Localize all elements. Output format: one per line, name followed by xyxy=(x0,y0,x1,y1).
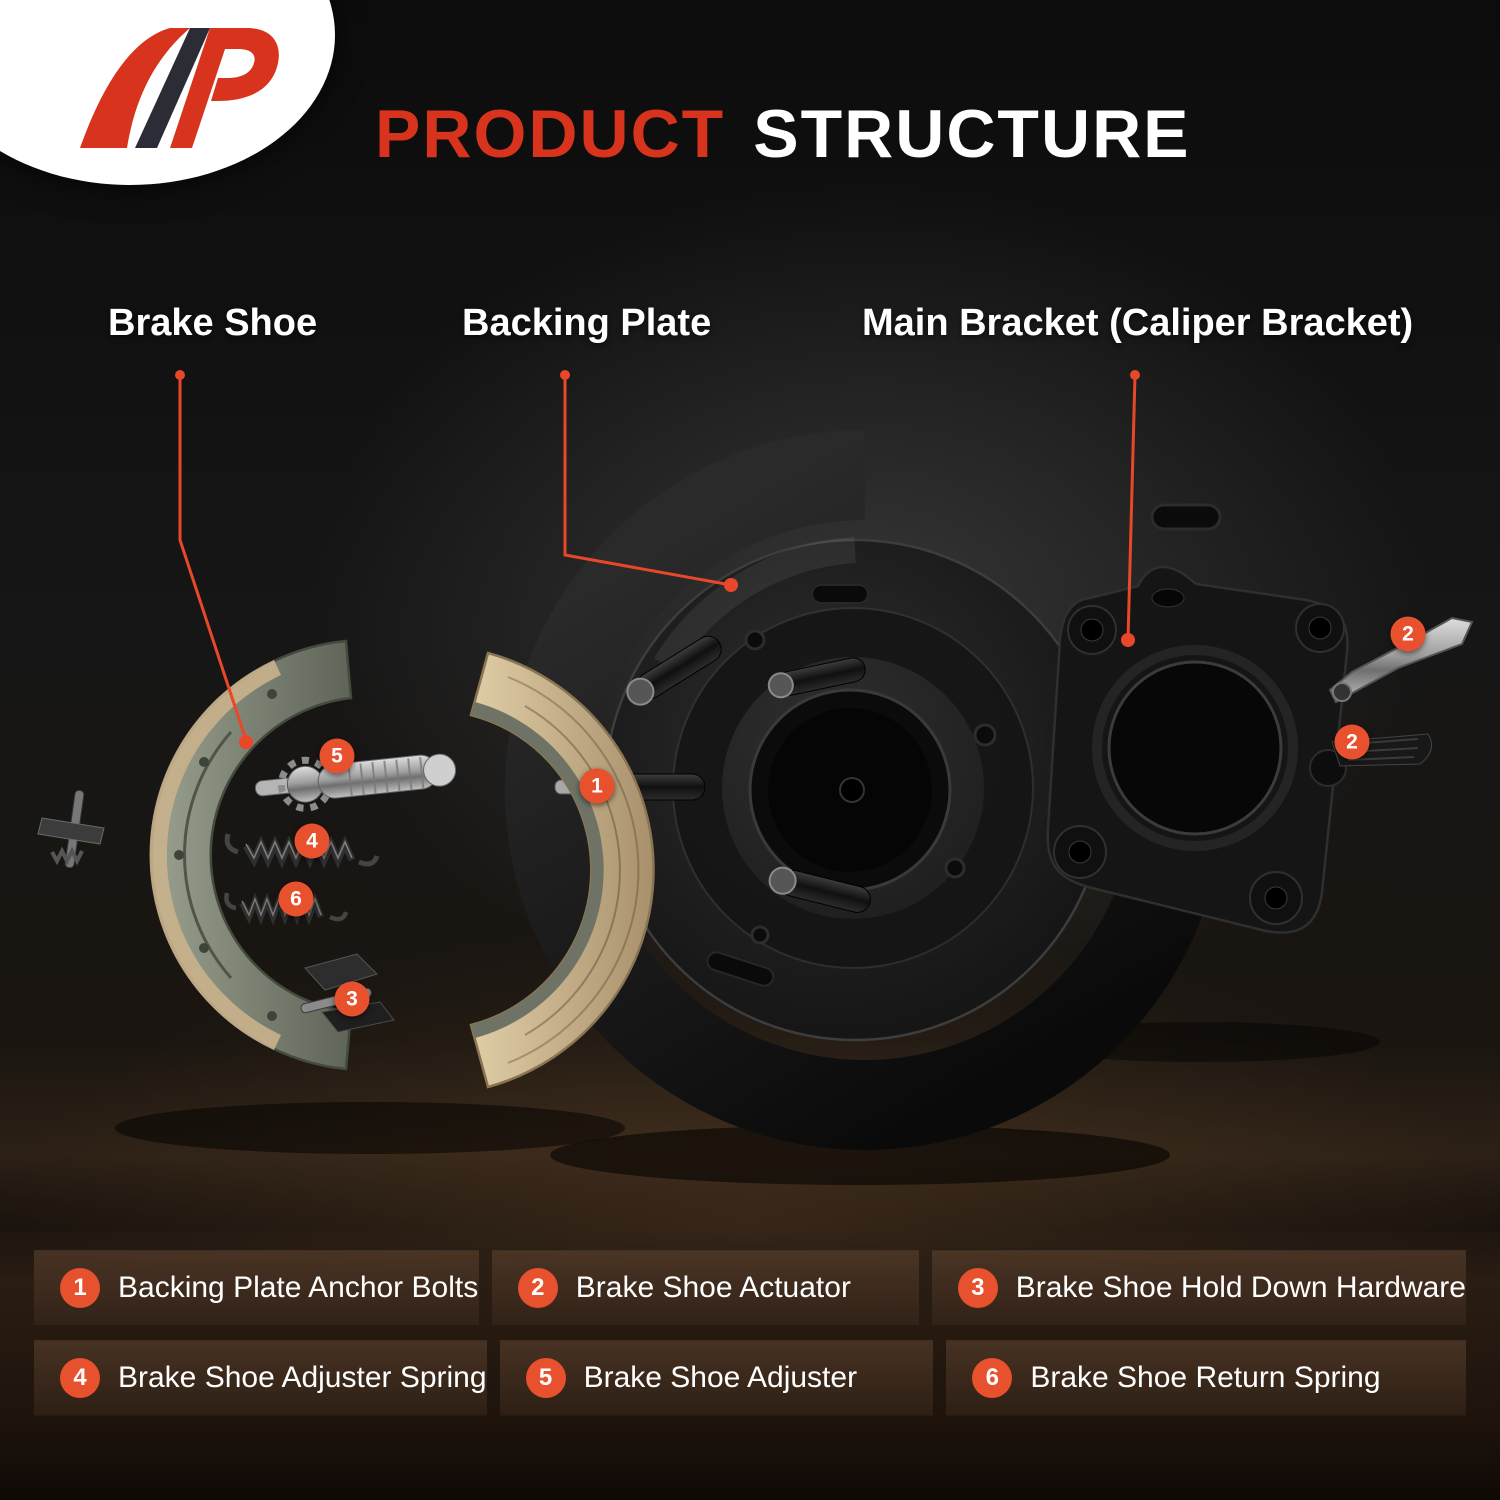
brand-logo-circle xyxy=(0,0,335,185)
hold-down-clip xyxy=(37,789,105,869)
parts-legend: 1 Backing Plate Anchor Bolts 2 Brake Sho… xyxy=(0,1232,1500,1500)
legend-number-badge: 6 xyxy=(972,1358,1013,1398)
callout-dots xyxy=(175,370,1140,749)
legend-item-2: 2 Brake Shoe Actuator xyxy=(491,1250,919,1326)
legend-number-badge: 1 xyxy=(60,1268,100,1308)
legend-item-label: Brake Shoe Return Spring xyxy=(1030,1361,1381,1394)
part-marker-6: 6 xyxy=(278,881,314,917)
anchor-stud xyxy=(767,657,866,699)
anchor-stud xyxy=(768,866,871,913)
brake-shoe-adjuster xyxy=(254,753,457,812)
callout-label-brake-shoe: Brake Shoe xyxy=(108,302,318,344)
part-marker-2a: 2 xyxy=(1390,616,1426,652)
brake-shoe-actuator-lever xyxy=(1328,616,1474,704)
floor-shadows xyxy=(115,1022,1380,1185)
part-marker-2b: 2 xyxy=(1334,724,1370,760)
legend-row-2: 4 Brake Shoe Adjuster Spring 5 Brake Sho… xyxy=(34,1340,1466,1416)
part-marker-4: 4 xyxy=(294,823,330,859)
page-title-white: STRUCTURE xyxy=(753,96,1191,172)
part-marker-3: 3 xyxy=(334,981,370,1017)
legend-item-6: 6 Brake Shoe Return Spring xyxy=(946,1340,1466,1416)
main-bracket-part xyxy=(1046,503,1349,934)
page-title-red: PRODUCT xyxy=(375,96,726,172)
legend-item-4: 4 Brake Shoe Adjuster Spring xyxy=(34,1340,487,1416)
legend-item-label: Brake Shoe Adjuster Spring xyxy=(118,1361,487,1394)
legend-number-badge: 3 xyxy=(957,1268,998,1308)
legend-item-label: Brake Shoe Hold Down Hardware xyxy=(1015,1271,1466,1304)
legend-item-label: Brake Shoe Actuator xyxy=(575,1271,851,1304)
brake-shoe-part xyxy=(149,639,655,1089)
part-marker-1: 1 xyxy=(579,768,615,804)
callout-lines xyxy=(178,374,1137,741)
part-marker-5: 5 xyxy=(319,738,355,774)
legend-row-1: 1 Backing Plate Anchor Bolts 2 Brake Sho… xyxy=(34,1250,1466,1326)
legend-item-label: Backing Plate Anchor Bolts xyxy=(118,1271,479,1304)
page-title: PRODUCT STRUCTURE xyxy=(375,95,1191,173)
callout-label-backing-plate: Backing Plate xyxy=(462,302,712,344)
ap-logo-icon xyxy=(80,28,279,148)
legend-number-badge: 5 xyxy=(525,1358,566,1398)
legend-item-3: 3 Brake Shoe Hold Down Hardware xyxy=(931,1250,1466,1326)
legend-item-1: 1 Backing Plate Anchor Bolts xyxy=(34,1250,479,1326)
legend-item-label: Brake Shoe Adjuster xyxy=(583,1361,858,1394)
legend-number-badge: 4 xyxy=(60,1358,100,1398)
anchor-stud xyxy=(626,635,722,706)
legend-item-5: 5 Brake Shoe Adjuster xyxy=(499,1340,934,1416)
legend-number-badge: 2 xyxy=(517,1268,558,1308)
callout-label-main-bracket: Main Bracket (Caliper Bracket) xyxy=(862,302,1414,344)
